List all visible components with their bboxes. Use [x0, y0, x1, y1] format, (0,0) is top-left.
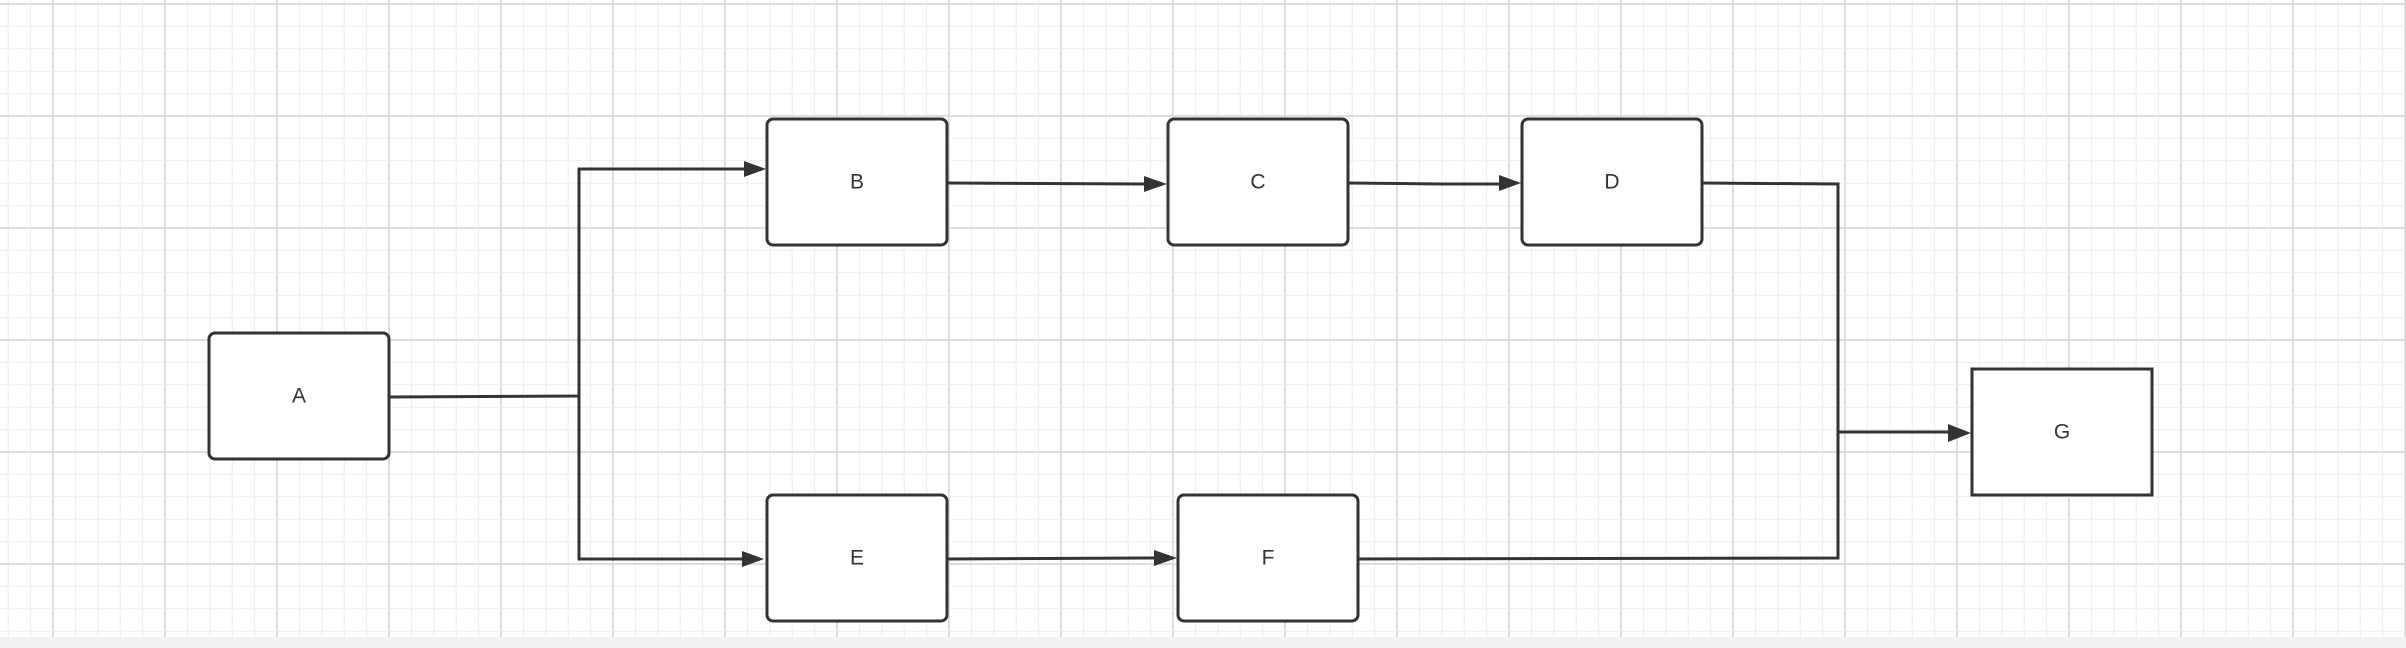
node-a-label: A: [292, 385, 306, 408]
node-f[interactable]: F: [1176, 493, 1360, 623]
arrow-head-a-b: [744, 161, 766, 177]
edge-a-e[interactable]: [577, 396, 742, 561]
node-e[interactable]: E: [765, 493, 949, 623]
edge-f-g[interactable]: [1357, 432, 1840, 561]
node-g-label: G: [2054, 421, 2070, 444]
canvas-bottom-scrollbar[interactable]: [0, 637, 2406, 648]
node-b[interactable]: B: [765, 117, 949, 247]
node-c[interactable]: C: [1166, 117, 1350, 247]
edge-c-d[interactable]: [1347, 181, 1499, 186]
edge-e-f[interactable]: [947, 556, 1155, 561]
arrow-head-to-g: [1948, 424, 1971, 442]
edge-a-b[interactable]: [389, 167, 744, 399]
edges-layer: [389, 161, 1971, 567]
node-f-label: F: [1262, 547, 1275, 570]
node-d[interactable]: D: [1520, 117, 1704, 247]
arrow-head-b-c: [1144, 176, 1167, 192]
nodes-layer: A B C D E F G: [207, 117, 2154, 623]
edge-d-g[interactable]: [1702, 181, 1948, 434]
arrow-head-c-d: [1499, 175, 1521, 191]
edge-b-c[interactable]: [947, 181, 1145, 186]
node-d-label: D: [1604, 171, 1619, 194]
node-g[interactable]: G: [1970, 367, 2154, 497]
node-e-label: E: [850, 547, 864, 570]
arrow-head-e-f: [1154, 550, 1177, 566]
node-c-label: C: [1250, 171, 1265, 194]
arrow-head-a-e: [742, 551, 764, 567]
node-b-label: B: [850, 171, 864, 194]
node-a[interactable]: A: [207, 331, 391, 461]
